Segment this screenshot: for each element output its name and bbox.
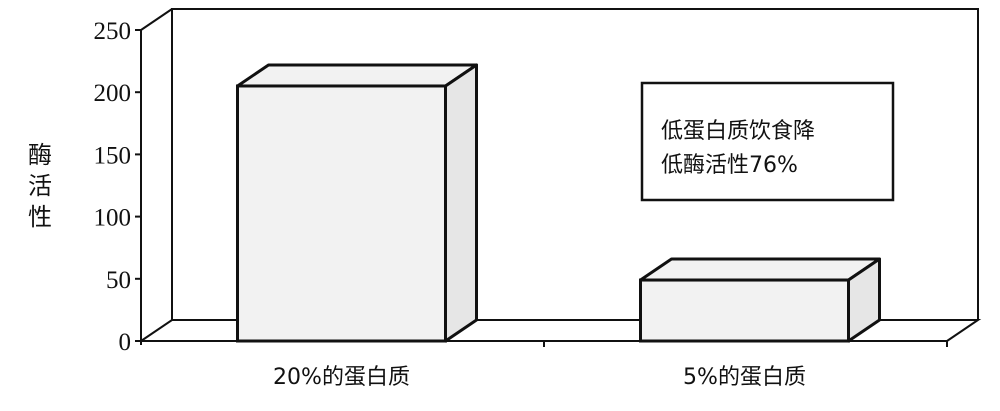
annotation-box: 低蛋白质饮食降 低酶活性76% [640,81,895,202]
y-axis-label: 酶 活 性 [28,141,52,231]
bars [236,63,881,343]
bar-front [639,278,850,343]
bar [236,63,478,343]
x-axis-labels: 20%的蛋白质 5%的蛋白质 [273,365,806,390]
y-axis-ticks: 0 50 100 150 200 250 [94,18,141,356]
x-tick-label: 5%的蛋白质 [683,365,806,390]
y-tick-label: 200 [94,80,132,107]
y-axis-label-char-1: 活 [28,172,52,200]
bar-top [236,63,478,88]
top-left-edge [140,8,173,31]
y-tick-label: 100 [94,205,132,232]
bar [639,257,881,343]
annotation-line-1: 低蛋白质饮食降 [661,119,815,144]
x-tick-label: 20%的蛋白质 [273,365,410,390]
y-tick-label: 250 [94,18,132,45]
y-tick-label: 0 [119,329,132,356]
y-tick-label: 150 [94,142,132,169]
y-tick-label: 50 [106,267,131,294]
floor [140,319,982,342]
bar-top [639,257,881,282]
back-wall [171,8,979,320]
bar-side [444,63,478,343]
bar-front [236,84,447,343]
y-axis-label-char-2: 性 [28,203,52,231]
y-axis-label-char-0: 酶 [28,141,52,169]
annotation-line-2: 低酶活性76% [661,153,798,178]
annotation-border [640,81,895,202]
